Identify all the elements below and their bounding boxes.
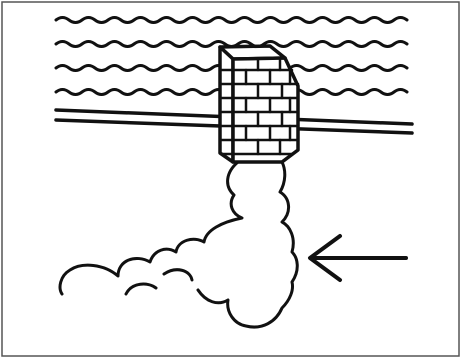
chimney-front-face [220, 47, 233, 162]
smoke-cloud [60, 162, 297, 327]
chimney [220, 46, 298, 162]
roof-wave-line-1 [56, 18, 407, 23]
chimney-side-face [233, 58, 298, 162]
pointer-arrow-icon [310, 236, 406, 280]
